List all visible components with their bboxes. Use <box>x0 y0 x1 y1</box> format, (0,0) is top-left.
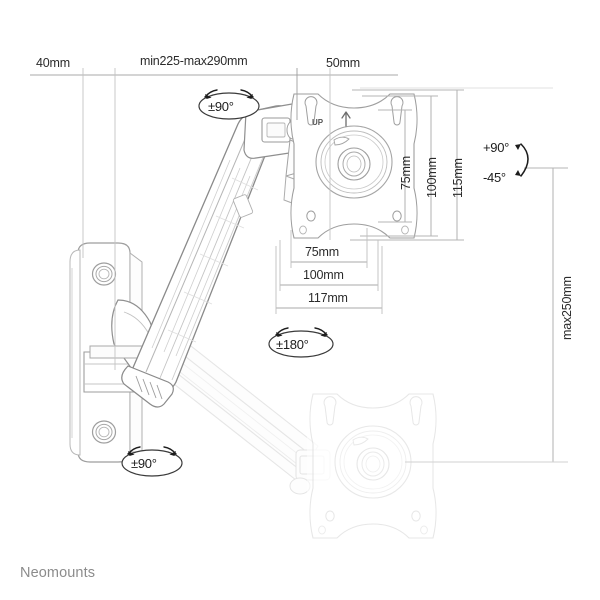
angle-label-swivel-top: ±90° <box>208 99 234 114</box>
dim-label-plate-width-117: 117mm <box>308 291 348 305</box>
angle-label-tilt-down: -45° <box>483 170 506 185</box>
gas-spring-arm <box>121 103 307 408</box>
brand-wordmark: Neomounts <box>20 565 96 581</box>
dim-label-vesa-100-vertical: 100mm <box>425 157 439 198</box>
top-dimension-lines <box>30 68 398 370</box>
angle-label-tilt-up: +90° <box>483 140 510 155</box>
dim-label-wall-offset: 40mm <box>36 56 70 70</box>
plate-up-label: UP <box>312 118 324 127</box>
angle-label-wall-swivel: ±90° <box>131 456 157 471</box>
max-height-dimension-lines <box>360 87 568 463</box>
vesa-horizontal-dimension-lines <box>275 228 383 314</box>
vesa-vertical-dimension-lines <box>350 89 464 241</box>
tilt-arc-arrow-icon <box>515 143 529 177</box>
angle-badge-wall-swivel <box>121 446 183 477</box>
dim-label-vesa-75-horizontal: 75mm <box>305 245 339 259</box>
angle-badge-rotation <box>268 327 334 358</box>
ghost-vesa-overlay <box>307 388 439 546</box>
angle-label-rotation: ±180° <box>276 337 309 352</box>
ghost-lower-position <box>145 327 439 546</box>
dim-label-vesa-100-horizontal: 100mm <box>303 268 344 282</box>
dim-label-vesa-75-vertical: 75mm <box>399 156 413 190</box>
dim-label-arm-extension: min225-max290mm <box>140 54 248 68</box>
dim-label-plate-depth: 50mm <box>326 56 360 70</box>
dim-label-max-height: max250mm <box>560 276 574 340</box>
dim-label-plate-height-115: 115mm <box>451 158 465 198</box>
plate-up-arrow-icon <box>341 111 351 127</box>
angle-badge-swivel-top <box>198 89 260 120</box>
